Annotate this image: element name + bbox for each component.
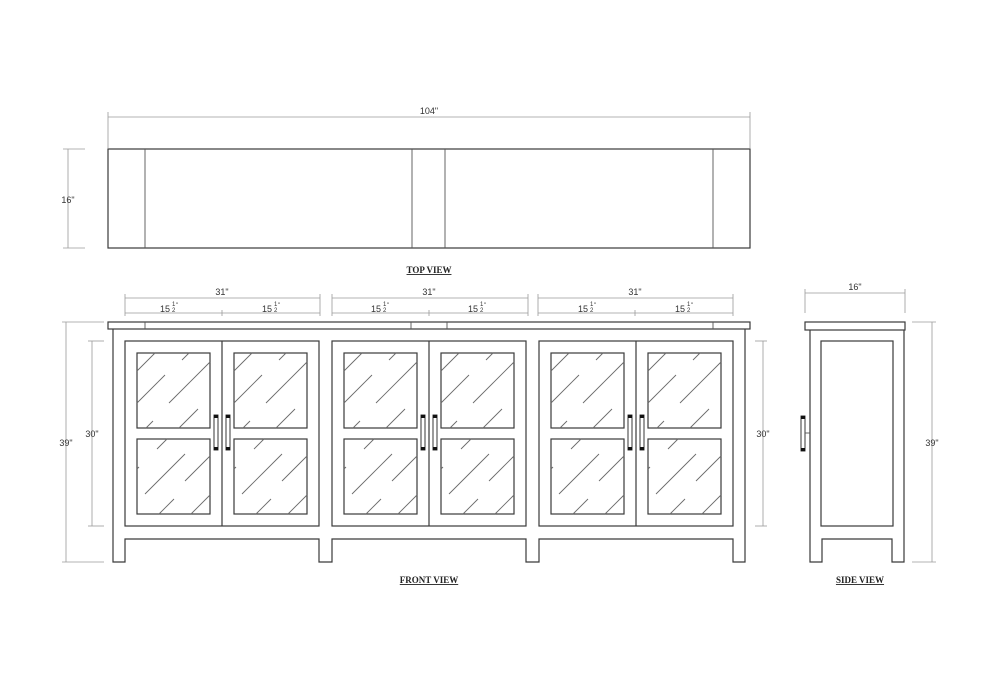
front-top-slab <box>107 321 751 330</box>
front-height-dimension: 39" <box>59 438 72 448</box>
fraction-num: 1 <box>172 302 176 308</box>
top-outline <box>107 148 751 249</box>
side-carcass <box>809 330 905 563</box>
door-width: 15 <box>160 304 170 314</box>
fraction-num: 1 <box>274 302 278 308</box>
fraction-den: 2 <box>687 308 691 314</box>
fraction-den: 2 <box>480 308 484 314</box>
fraction-den: 2 <box>383 308 387 314</box>
door-width-labels: 15 1 2 " 15 1 2 " 15 1 2 " 15 1 2 " 15 1… <box>160 302 693 314</box>
side-panel <box>820 340 894 527</box>
glass-panes <box>136 352 722 515</box>
fraction-num: 1 <box>480 302 484 308</box>
top-view-title: TOP VIEW <box>407 265 452 275</box>
door-width: 15 <box>578 304 588 314</box>
side-view-title: SIDE VIEW <box>836 575 884 585</box>
door-height-dimension-left: 30" <box>85 429 98 439</box>
front-view: 31" 31" 31" 15 1 2 " 15 1 2 " 15 <box>59 287 769 585</box>
bay-2-width: 31" <box>422 287 435 297</box>
front-view-title: FRONT VIEW <box>400 575 458 585</box>
top-width-dimension: 104" <box>420 106 438 116</box>
top-view: 104" 16" TOP VIEW <box>61 106 751 275</box>
side-depth-dimension: 16" <box>848 282 861 292</box>
inch-mark: " <box>484 303 486 309</box>
inch-mark: " <box>594 303 596 309</box>
inch-mark: " <box>387 303 389 309</box>
fraction-num: 1 <box>383 302 387 308</box>
door-height-dimension-right: 30" <box>756 429 769 439</box>
top-depth-dimension: 16" <box>61 195 74 205</box>
side-height-dimension: 39" <box>925 438 938 448</box>
door-width: 15 <box>468 304 478 314</box>
inch-mark: " <box>278 303 280 309</box>
front-carcass <box>112 329 746 563</box>
fraction-num: 1 <box>590 302 594 308</box>
inch-mark: " <box>176 303 178 309</box>
bay-1-width: 31" <box>215 287 228 297</box>
inch-mark: " <box>691 303 693 309</box>
bay-dimensions: 31" 31" 31" <box>124 287 734 316</box>
fraction-den: 2 <box>172 308 176 314</box>
front-bays <box>124 340 734 527</box>
side-top-slab <box>804 321 906 331</box>
door-width: 15 <box>262 304 272 314</box>
side-handle <box>800 415 806 452</box>
side-view: 16" 39" SIDE VIEW <box>800 282 939 585</box>
fraction-den: 2 <box>590 308 594 314</box>
bay-3-width: 31" <box>628 287 641 297</box>
fraction-den: 2 <box>274 308 278 314</box>
door-width: 15 <box>371 304 381 314</box>
door-width: 15 <box>675 304 685 314</box>
fraction-num: 1 <box>687 302 691 308</box>
